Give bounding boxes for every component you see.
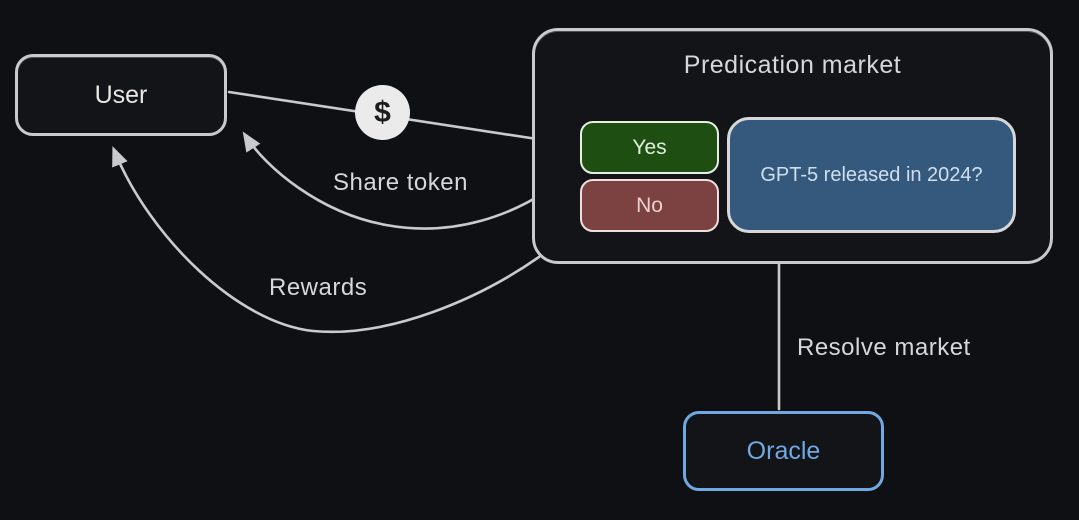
prediction-market-title: Predication market [683, 51, 902, 79]
market-question-label: GPT-5 released in 2024? [760, 163, 983, 186]
share-token-arrow [242, 131, 580, 230]
dollar-coin-icon: $ [355, 85, 410, 140]
rewards-arrow [112, 146, 541, 334]
market-question-card: GPT-5 released in 2024? [727, 117, 1016, 233]
dollar-symbol: $ [374, 95, 391, 129]
yes-option: Yes [580, 121, 719, 174]
rewards-label: Rewards [269, 274, 368, 301]
user-node-label: User [94, 80, 148, 109]
yes-option-label: Yes [632, 135, 667, 159]
oracle-node-label: Oracle [746, 436, 821, 465]
no-option: No [580, 179, 719, 232]
oracle-node: Oracle [683, 411, 884, 491]
share-token-label: Share token [333, 169, 468, 196]
no-option-label: No [636, 193, 663, 217]
user-node: User [15, 54, 227, 136]
resolve-market-label: Resolve market [797, 334, 971, 361]
